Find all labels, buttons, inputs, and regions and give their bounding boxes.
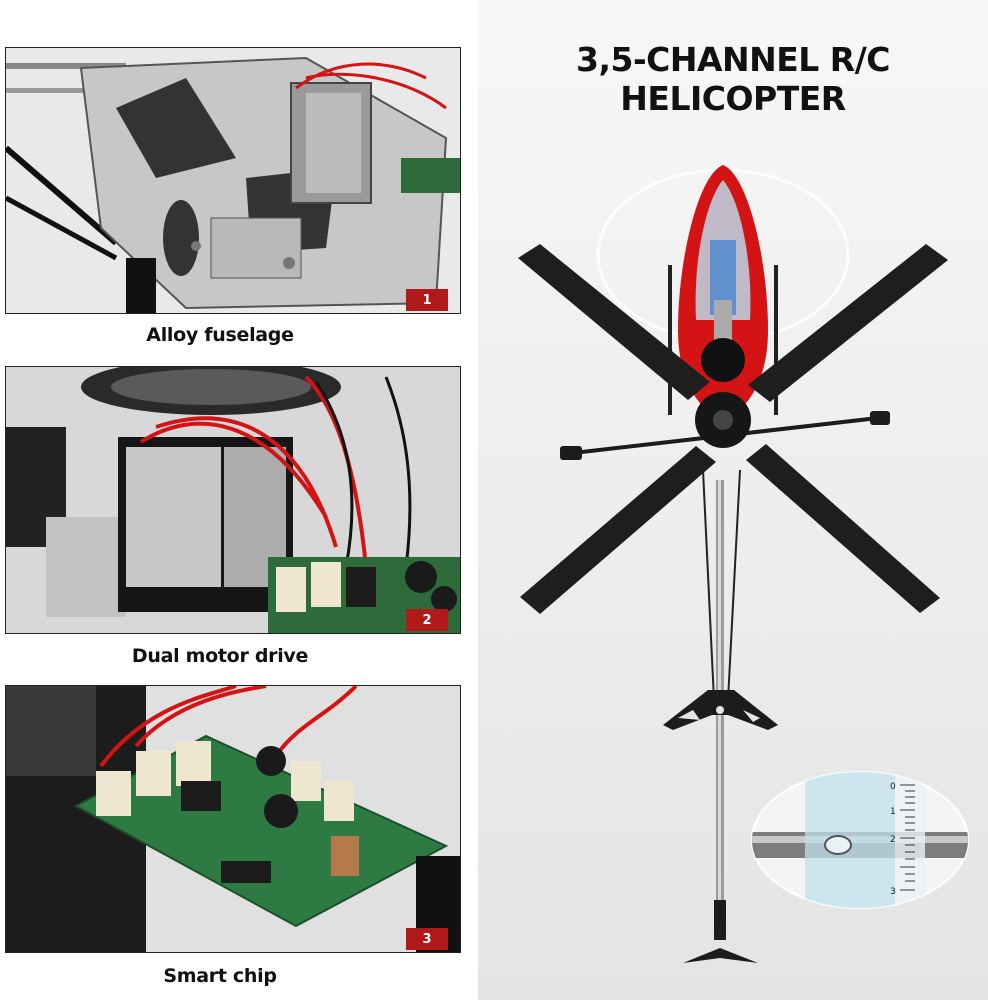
ruler-mark-2: 2 — [890, 835, 896, 845]
alloy-fuselage-photo: 1 — [5, 47, 461, 314]
panel-badge-1: 1 — [406, 289, 448, 311]
panel-badge-2: 2 — [406, 609, 448, 631]
helicopter-top-view — [518, 165, 948, 963]
panel-badge-3: 3 — [406, 928, 448, 950]
rotor-blade-upper-left — [518, 244, 710, 400]
ruler-mark-0: 0 — [890, 782, 896, 792]
caption-dual-motor-drive: Dual motor drive — [131, 645, 309, 667]
ruler-mark-1: 1 — [890, 807, 896, 817]
caption-smart-chip: Smart chip — [163, 965, 277, 987]
ruler-detail-inset: 0 1 2 3 — [751, 771, 969, 909]
rotor-blade-upper-right — [748, 244, 948, 402]
product-title: 3,5-CHANNEL R/C HELICOPTER — [575, 40, 891, 118]
dual-motor-photo: 2 — [5, 366, 461, 634]
rotor-blade-lower-right — [746, 444, 940, 613]
caption-alloy-fuselage: Alloy fuselage — [146, 324, 294, 346]
tail-rotor — [683, 948, 758, 963]
ruler-mark-3: 3 — [890, 887, 896, 897]
column-divider — [470, 0, 478, 1000]
rotor-blade-lower-left — [520, 446, 716, 614]
smart-chip-photo: 3 — [5, 685, 461, 953]
